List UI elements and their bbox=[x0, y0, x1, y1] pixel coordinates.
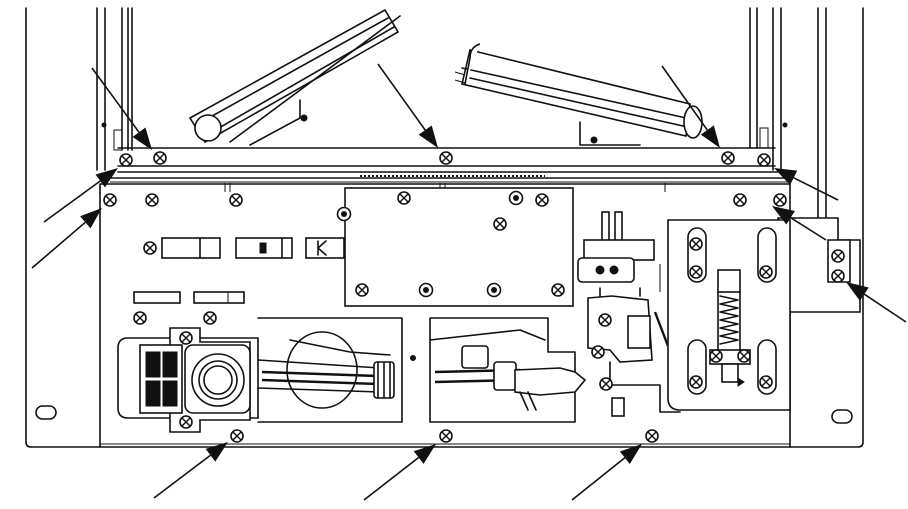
gas-valve-assembly bbox=[117, 327, 259, 433]
arrow-bottom-left-screw bbox=[153, 442, 228, 499]
arrow-left-lower-screw bbox=[31, 208, 102, 269]
front-panel bbox=[99, 183, 791, 448]
top-rail bbox=[109, 147, 791, 192]
left-heating-element bbox=[188, 8, 401, 146]
arrow-top-center-screw bbox=[377, 63, 438, 148]
right-heating-element bbox=[454, 43, 703, 146]
spring-coil bbox=[719, 295, 739, 345]
arrow-left-upper-screw bbox=[43, 168, 118, 223]
burner-window-center bbox=[429, 317, 587, 423]
callout-arrows bbox=[31, 63, 907, 501]
ignition-module bbox=[577, 211, 681, 417]
arrow-top-left-screw bbox=[91, 67, 152, 150]
control-plate bbox=[344, 187, 574, 307]
panel-labels bbox=[133, 237, 345, 304]
arrow-right-upper-screw bbox=[774, 168, 839, 201]
arrow-right-bracket-screw bbox=[846, 282, 907, 323]
arrow-bottom-center-screw bbox=[363, 444, 436, 501]
arrow-bottom-right-screw bbox=[571, 444, 642, 501]
arrow-right-lower-screw bbox=[772, 206, 827, 241]
cabinet-frame bbox=[25, 7, 864, 448]
arrow-top-right-screw bbox=[661, 65, 720, 148]
burner-window-left bbox=[257, 317, 416, 423]
